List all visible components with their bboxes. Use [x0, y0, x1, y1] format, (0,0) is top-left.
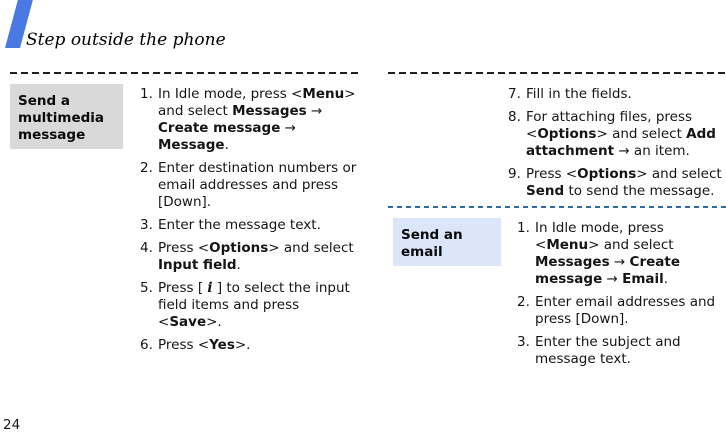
section-divider-top-left [10, 72, 362, 74]
step-item: 1. In Idle mode, press <Menu> and select … [140, 86, 362, 154]
step-text: Press <Yes>. [158, 337, 251, 353]
step-item: 7. Fill in the fields. [508, 86, 726, 103]
step-text: Enter destination numbers or email addre… [158, 160, 357, 210]
step-number: 7. [508, 86, 521, 102]
step-item: 3. Enter the message text. [140, 217, 362, 234]
step-number: 1. [140, 86, 153, 102]
step-text: Fill in the fields. [526, 86, 632, 102]
section-divider-top-right [388, 72, 726, 74]
section-label-mms: Send a multimedia message [10, 84, 123, 149]
step-item: 2. Enter email addresses and press [Down]… [517, 294, 726, 328]
step-item: 5. Press [ i ] to select the input field … [140, 280, 362, 331]
page-number: 24 [3, 417, 21, 433]
step-number: 4. [140, 240, 153, 256]
step-list-email-1-3: 1. In Idle mode, press <Menu> and select … [501, 218, 726, 374]
step-number: 8. [508, 109, 521, 125]
step-number: 2. [517, 294, 530, 310]
chapter-title: Step outside the phone [26, 30, 226, 50]
step-item: 2. Enter destination numbers or email add… [140, 160, 362, 211]
step-number: 5. [140, 280, 153, 296]
section-email: Send an email 1. In Idle mode, press <Men… [388, 218, 726, 374]
step-number: 3. [140, 217, 153, 233]
step-list-mms-1-6: 1. In Idle mode, press <Menu> and select … [123, 84, 362, 360]
step-text: Enter the message text. [158, 217, 321, 233]
section-label-email: Send an email [393, 218, 501, 266]
i-key-icon: i [207, 280, 213, 296]
step-number: 3. [517, 334, 530, 350]
step-list-mms-7-9: 7. Fill in the fields. 8. For attaching fil… [491, 84, 726, 200]
step-text: Enter email addresses and press [Down]. [535, 294, 716, 327]
step-number: 9. [508, 166, 521, 182]
step-text: For attaching files, press <Options> and… [526, 109, 716, 159]
step-text: Enter the subject and message text. [535, 334, 681, 367]
step-text: In Idle mode, press <Menu> and select Me… [158, 86, 356, 153]
step-item: 3. Enter the subject and message text. [517, 334, 726, 368]
step-item: 4. Press <Options> and select Input field… [140, 240, 362, 274]
left-column: Send a multimedia message 1. In Idle mode… [10, 72, 362, 360]
step-item: 8. For attaching files, press <Options> a… [508, 109, 726, 160]
step-text: In Idle mode, press <Menu> and select Me… [535, 220, 680, 287]
step-item: 1. In Idle mode, press <Menu> and select … [517, 220, 726, 288]
right-column: 7. Fill in the fields. 8. For attaching fil… [388, 72, 726, 374]
step-text: Press [ i ] to select the input field it… [158, 280, 350, 330]
step-number: 2. [140, 160, 153, 176]
section-divider-blue [388, 206, 726, 208]
step-number: 6. [140, 337, 153, 353]
step-text: Press <Options> and select Input field. [158, 240, 354, 273]
step-number: 1. [517, 220, 530, 236]
step-item: 6. Press <Yes>. [140, 337, 362, 354]
step-item: 9. Press <Options> and select Send to sen… [508, 166, 726, 200]
section-mms: Send a multimedia message 1. In Idle mode… [10, 84, 362, 360]
step-text: Press <Options> and select Send to send … [526, 166, 722, 199]
